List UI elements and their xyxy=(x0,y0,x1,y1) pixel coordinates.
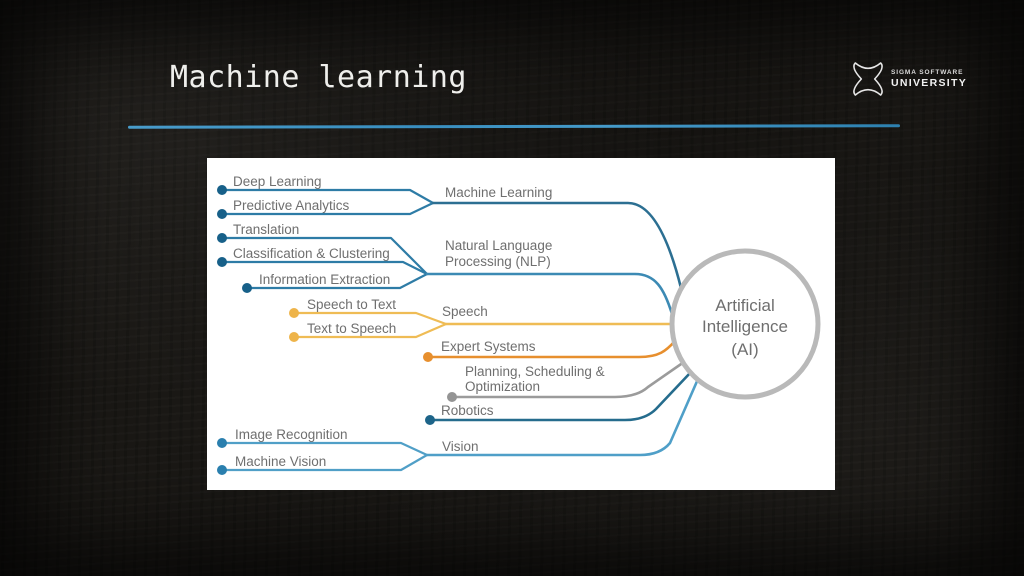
leaf-label-speech-to-text: Speech to Text xyxy=(307,297,396,312)
leaf-dot-machine-vision xyxy=(217,465,227,475)
leaf-dot-deep-learning xyxy=(217,185,227,195)
leaf-label-predictive-analytics: Predictive Analytics xyxy=(233,198,350,213)
leaf-label-deep-learning: Deep Learning xyxy=(233,174,322,189)
branch-label-speech: Speech xyxy=(442,304,488,319)
leaf-label-translation: Translation xyxy=(233,222,299,237)
leaf-line-speech-to-text xyxy=(292,311,448,326)
branch-label-nlp-line2: Processing (NLP) xyxy=(445,254,551,269)
leaf-label-image-recognition: Image Recognition xyxy=(235,427,348,442)
leaf-dot-text-to-speech xyxy=(289,332,299,342)
leaf-dot-image-recognition xyxy=(217,438,227,448)
leaf-line-image-recognition xyxy=(220,441,429,457)
leaf-label-classification-clustering: Classification & Clustering xyxy=(233,246,390,261)
branch-label-planning-line2: Optimization xyxy=(465,379,540,394)
leaf-line-machine-vision xyxy=(220,453,429,472)
leaf-dot-classification-clustering xyxy=(217,257,227,267)
slide-title: Machine learning xyxy=(170,60,467,95)
leaf-line-deep-learning xyxy=(220,188,435,205)
logo-text: SIGMA SOFTWARE UNIVERSITY xyxy=(891,54,967,89)
leaf-line-translation xyxy=(220,236,429,276)
leaf-dot-translation xyxy=(217,233,227,243)
ai-circle-label-line3: (AI) xyxy=(731,340,758,359)
logo-text-bottom: UNIVERSITY xyxy=(891,77,968,89)
leaf-label-text-to-speech: Text to Speech xyxy=(307,321,396,336)
branch-label-expert-systems: Expert Systems xyxy=(441,339,536,354)
branch-line-machine-learning xyxy=(431,201,683,290)
leaf-line-classification-clustering xyxy=(220,260,429,276)
branch-line-planning xyxy=(450,360,686,399)
leaf-dot-speech-to-text xyxy=(289,308,299,318)
branch-line-vision xyxy=(424,377,700,457)
leaf-line-text-to-speech xyxy=(292,322,448,339)
leaf-dot-information-extraction xyxy=(242,283,252,293)
ai-circle xyxy=(669,248,821,400)
sigma-software-university-logo: SIGMA SOFTWARE UNIVERSITY xyxy=(848,54,967,104)
leaf-line-predictive-analytics xyxy=(220,201,435,216)
chalk-divider-line xyxy=(127,124,901,129)
leaf-line-information-extraction xyxy=(245,272,429,290)
ai-circle-label-line2: Intelligence xyxy=(702,317,788,336)
branch-dot-planning xyxy=(447,392,457,402)
branch-label-vision: Vision xyxy=(442,439,479,454)
branch-label-planning-line1: Planning, Scheduling & xyxy=(465,364,605,379)
logo-text-top: SIGMA SOFTWARE xyxy=(891,69,964,76)
leaf-label-information-extraction: Information Extraction xyxy=(259,272,390,287)
ai-branches-diagram: Deep Learning Predictive Analytics Trans… xyxy=(217,174,821,475)
branch-dot-robotics xyxy=(425,415,435,425)
branch-line-nlp xyxy=(425,272,674,316)
sigma-x-logo-icon xyxy=(853,62,883,96)
branch-label-machine-learning: Machine Learning xyxy=(445,185,552,200)
branch-line-robotics xyxy=(428,370,693,422)
branch-label-robotics: Robotics xyxy=(441,403,494,418)
ai-circle-label-line1: Artificial xyxy=(715,296,775,315)
leaf-dot-predictive-analytics xyxy=(217,209,227,219)
branch-dot-expert-systems xyxy=(423,352,433,362)
branch-label-nlp-line1: Natural Language xyxy=(445,238,552,253)
leaf-label-machine-vision: Machine Vision xyxy=(235,454,326,469)
ai-diagram-panel: Deep Learning Predictive Analytics Trans… xyxy=(207,158,835,490)
